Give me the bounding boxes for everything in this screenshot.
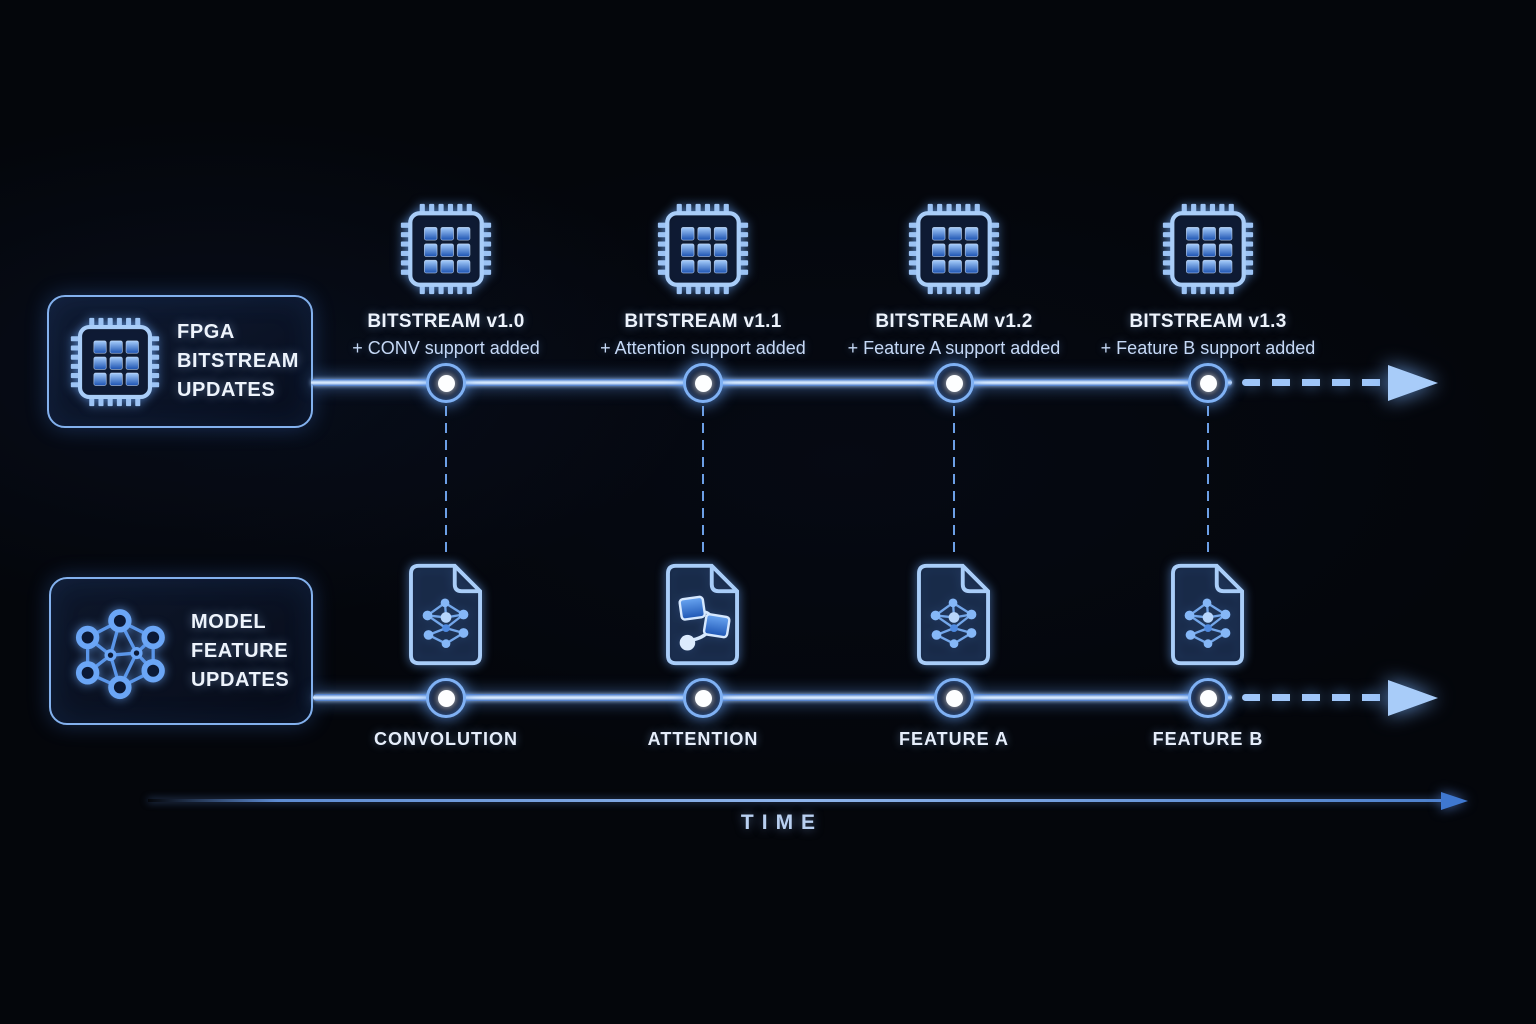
timeline-node-core [694, 374, 712, 392]
timeline-node-core [694, 689, 712, 707]
timeline-node [426, 678, 466, 718]
time-axis-label: TIME [740, 811, 824, 834]
connector-dashed-line [1207, 406, 1209, 556]
document-neural-network-icon [910, 561, 998, 668]
model-feature-label: FEATURE A [899, 729, 1009, 749]
bitstream-timeline-line [311, 379, 1232, 386]
model-timeline-arrow-icon [1388, 680, 1438, 716]
connector-dashed-line [953, 406, 955, 556]
bitstream-version-subtitle: + CONV support added [352, 338, 540, 358]
bitstream-version-title: BITSTREAM v1.1 [624, 311, 782, 332]
timeline-node-core [1199, 374, 1217, 392]
bitstream-timeline-dashed-line [1242, 379, 1384, 386]
bitstream-version-title: BITSTREAM v1.2 [875, 311, 1033, 332]
model-timeline-dashed-line [1242, 694, 1384, 701]
bitstream-milestone-label: BITSTREAM v1.0 + CONV support added [296, 311, 596, 359]
connector-dashed-line [702, 406, 704, 556]
timeline-node [1188, 678, 1228, 718]
timeline-node [683, 678, 723, 718]
model-feature-label: CONVOLUTION [374, 729, 518, 749]
bitstream-version-title: BITSTREAM v1.0 [367, 311, 525, 332]
chip-icon [399, 202, 493, 296]
timeline-node [683, 363, 723, 403]
time-axis-arrow-icon [1441, 791, 1468, 810]
document-neural-network-icon [402, 561, 490, 668]
bitstream-version-title: BITSTREAM v1.3 [1129, 311, 1287, 332]
chip-icon [656, 202, 750, 296]
timeline-node-core [437, 374, 455, 392]
bitstream-version-subtitle: + Attention support added [600, 338, 806, 358]
bitstream-milestone-label: BITSTREAM v1.3 + Feature B support added [1058, 311, 1358, 359]
time-axis-line [148, 799, 1442, 802]
timeline-node [934, 678, 974, 718]
timeline-node-core [945, 689, 963, 707]
bitstream-version-subtitle: + Feature B support added [1100, 338, 1316, 358]
bitstream-milestone-label: BITSTREAM v1.1 + Attention support added [553, 311, 853, 359]
bitstream-version-subtitle: + Feature A support added [847, 338, 1061, 358]
timeline-node [1188, 363, 1228, 403]
document-neural-network-icon [1164, 561, 1252, 668]
chip-icon [907, 202, 1001, 296]
timeline-node [426, 363, 466, 403]
timeline-node-core [945, 374, 963, 392]
fpga-box-title: FPGA BITSTREAM UPDATES [177, 321, 300, 401]
timeline-node-core [1199, 689, 1217, 707]
document-flowchart-icon [659, 561, 747, 668]
bitstream-timeline-arrow-icon [1388, 365, 1438, 401]
model-box-title: MODEL FEATURE UPDATES [191, 610, 290, 691]
fpga-bitstream-updates-box: FPGA BITSTREAM UPDATES [47, 295, 313, 428]
timeline-node [934, 363, 974, 403]
chip-icon [1161, 202, 1255, 296]
timeline-node-core [437, 689, 455, 707]
model-feature-updates-box: MODEL FEATURE UPDATES [49, 577, 313, 725]
model-feature-label: FEATURE B [1152, 729, 1264, 749]
chip-icon [69, 316, 161, 408]
model-timeline-line [313, 694, 1232, 701]
connector-dashed-line [445, 406, 447, 556]
model-feature-label: ATTENTION [647, 729, 759, 749]
bitstream-milestone-label: BITSTREAM v1.2 + Feature A support added [804, 311, 1104, 359]
neural-network-icon [71, 599, 175, 703]
